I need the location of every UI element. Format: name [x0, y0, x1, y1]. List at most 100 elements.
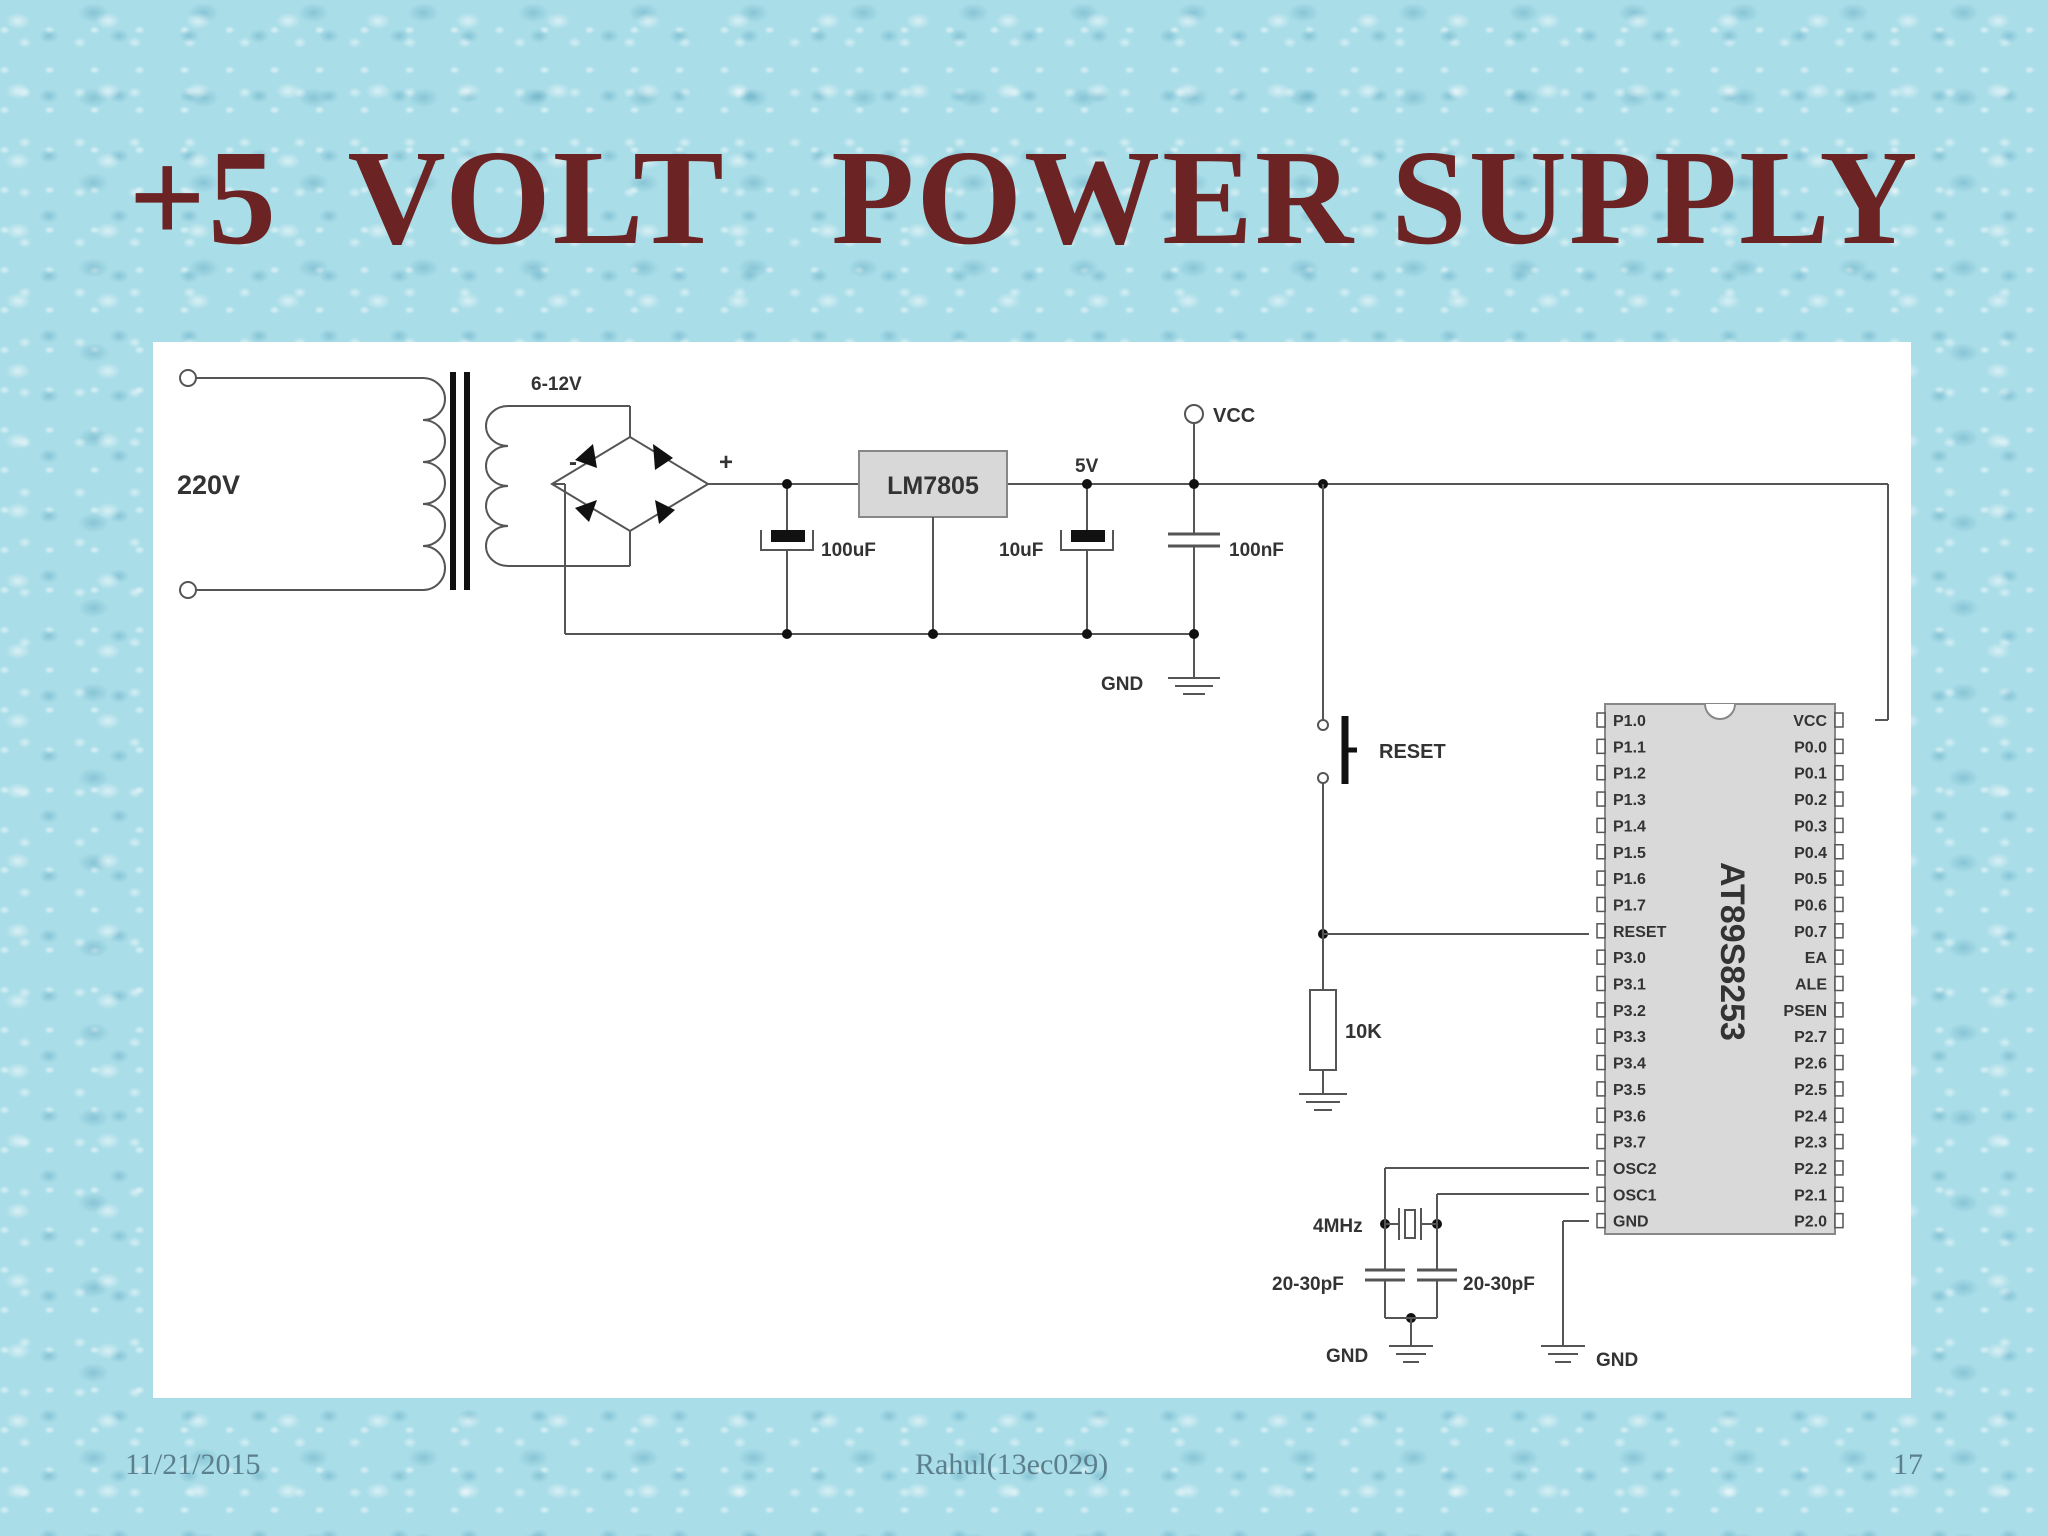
cap-100uf	[771, 530, 805, 542]
mcu-left-pin-label: P3.4	[1613, 1056, 1646, 1073]
mcu-left-pin-label: P1.7	[1613, 897, 1646, 914]
transformer-primary	[422, 377, 446, 591]
mcu-left-pin-label: P1.1	[1613, 739, 1646, 756]
mcu-left-pin-label: OSC2	[1613, 1161, 1657, 1178]
mcu-pins: P1.0P1.1P1.2P1.3P1.4P1.5P1.6P1.7RESETP3.…	[1596, 712, 1844, 1231]
crystal-label: 4MHz	[1313, 1216, 1363, 1237]
mcu-left-pin	[1596, 896, 1606, 913]
mcu-left-pin	[1596, 870, 1606, 886]
mcu-right-pin	[1834, 1186, 1844, 1203]
crystal-4mhz	[1404, 1209, 1416, 1239]
mcu-left-pin-label: GND	[1613, 1214, 1649, 1231]
mcu-left-pin	[1596, 1186, 1606, 1203]
reset-switch-label: RESET	[1379, 741, 1446, 763]
bridge-plus-label: +	[719, 449, 733, 476]
reset-switch-contact-top	[1317, 719, 1329, 731]
footer-author: Rahul(13ec029)	[915, 1448, 1109, 1481]
mcu-left-pin-label: P1.5	[1613, 845, 1646, 862]
schematic-panel: 220V 6-12V - + LM7805 5V	[153, 342, 1911, 1398]
mcu-left-pin-label: P1.6	[1613, 871, 1646, 888]
mcu-right-pin-label: P2.2	[1794, 1161, 1827, 1178]
cap1-label: 100uF	[821, 540, 876, 561]
mcu-right-pin	[1834, 712, 1844, 728]
mcu-left-pin	[1596, 817, 1606, 834]
mcu-right-pin	[1834, 949, 1844, 965]
cap3-label: 100nF	[1229, 540, 1284, 561]
mcu-notch	[1704, 703, 1736, 720]
input-voltage-label: 220V	[177, 470, 240, 500]
cap-left-label: 20-30pF	[1272, 1274, 1344, 1295]
mcu-right-pin-label: P0.6	[1794, 897, 1827, 914]
mcu-left-pin-label: P3.0	[1613, 950, 1646, 967]
mcu-left-pin	[1596, 975, 1606, 992]
secondary-voltage-label: 6-12V	[531, 374, 582, 395]
mcu-left-pin-label: P3.1	[1613, 977, 1646, 994]
mcu-right-pin-label: EA	[1805, 950, 1828, 967]
mcu-left-pin-label: P3.6	[1613, 1108, 1646, 1125]
mcu-left-pin-label: RESET	[1613, 924, 1667, 941]
footer-page-number: 17	[1893, 1448, 1923, 1481]
mcu-right-pin	[1834, 1028, 1844, 1044]
mcu-left-pin-label: P1.2	[1613, 766, 1646, 783]
mcu-right-pin-label: PSEN	[1783, 1003, 1827, 1020]
mcu-right-pin-label: P2.5	[1794, 1082, 1827, 1099]
resistor-10k	[1309, 989, 1337, 1071]
mcu-left-pin	[1596, 764, 1606, 781]
junction-dots	[782, 479, 1442, 1323]
mcu-left-pin	[1596, 1028, 1606, 1044]
mcu-left-pin	[1596, 1002, 1606, 1018]
mcu-right-pin	[1834, 1133, 1844, 1150]
mcu-right-pin-label: P2.7	[1794, 1029, 1827, 1046]
mcu-right-pin-label: P0.2	[1794, 792, 1827, 809]
reg-output-label: 5V	[1075, 456, 1099, 477]
mcu-left-pin	[1596, 1133, 1606, 1150]
mcu-left-pin	[1596, 712, 1606, 728]
mcu-left-pin	[1596, 791, 1606, 807]
circuit-schematic: 220V 6-12V - + LM7805 5V	[177, 369, 1889, 1371]
gnd-mcu-label: GND	[1596, 1350, 1638, 1371]
mcu-right-pin	[1834, 896, 1844, 913]
mcu-right-pin-label: P2.1	[1794, 1187, 1827, 1204]
mcu-right-pin-label: P2.4	[1794, 1108, 1827, 1125]
mcu-right-pin-label: P2.0	[1794, 1214, 1827, 1231]
mcu-left-pin	[1596, 738, 1606, 755]
mcu-right-pin-label: P0.3	[1794, 818, 1827, 835]
mcu-left-pin-label: P3.3	[1613, 1029, 1646, 1046]
mcu-left-pin	[1596, 844, 1606, 860]
mcu-left-pin	[1596, 923, 1606, 939]
bridge-minus-label: -	[569, 449, 577, 476]
mcu-left-pin-label: OSC1	[1613, 1187, 1657, 1204]
resistor-label: 10K	[1345, 1021, 1382, 1043]
mcu-right-pin-label: P0.5	[1794, 871, 1827, 888]
mcu-left-pin-label: P3.2	[1613, 1003, 1646, 1020]
ac-terminal-bottom	[179, 581, 197, 599]
mcu-right-pin	[1834, 975, 1844, 992]
ac-terminal-top	[179, 369, 197, 387]
mcu-right-pin	[1834, 817, 1844, 834]
mcu-right-pin	[1834, 764, 1844, 781]
mcu-right-pin	[1834, 1107, 1844, 1123]
gnd-crystal-label: GND	[1326, 1346, 1368, 1367]
mcu-right-pin-label: ALE	[1795, 977, 1827, 994]
footer-date: 11/21/2015	[125, 1448, 261, 1481]
mcu-right-pin	[1834, 1160, 1844, 1176]
transformer-secondary	[485, 405, 509, 567]
mcu-right-pin	[1834, 870, 1844, 886]
mcu-right-pin	[1834, 1212, 1844, 1229]
regulator-label: LM7805	[887, 472, 979, 500]
mcu-left-pin-label: P1.3	[1613, 792, 1646, 809]
mcu-left-pin	[1596, 1160, 1606, 1176]
mcu-right-pin	[1834, 791, 1844, 807]
mcu-right-pin	[1834, 923, 1844, 939]
mcu-right-pin-label: P2.6	[1794, 1056, 1827, 1073]
mcu-right-pin	[1834, 1081, 1844, 1097]
cap-10uf	[1071, 530, 1105, 542]
vcc-terminal	[1184, 404, 1204, 424]
mcu-at89s8253	[1604, 703, 1836, 1235]
mcu-right-pin-label: VCC	[1793, 713, 1827, 730]
mcu-name: AT89S8253	[1713, 862, 1751, 1041]
cap-right-label: 20-30pF	[1463, 1274, 1535, 1295]
mcu-right-pin	[1834, 1054, 1844, 1071]
mcu-right-pin-label: P0.4	[1794, 845, 1827, 862]
mcu-left-pin	[1596, 1054, 1606, 1071]
